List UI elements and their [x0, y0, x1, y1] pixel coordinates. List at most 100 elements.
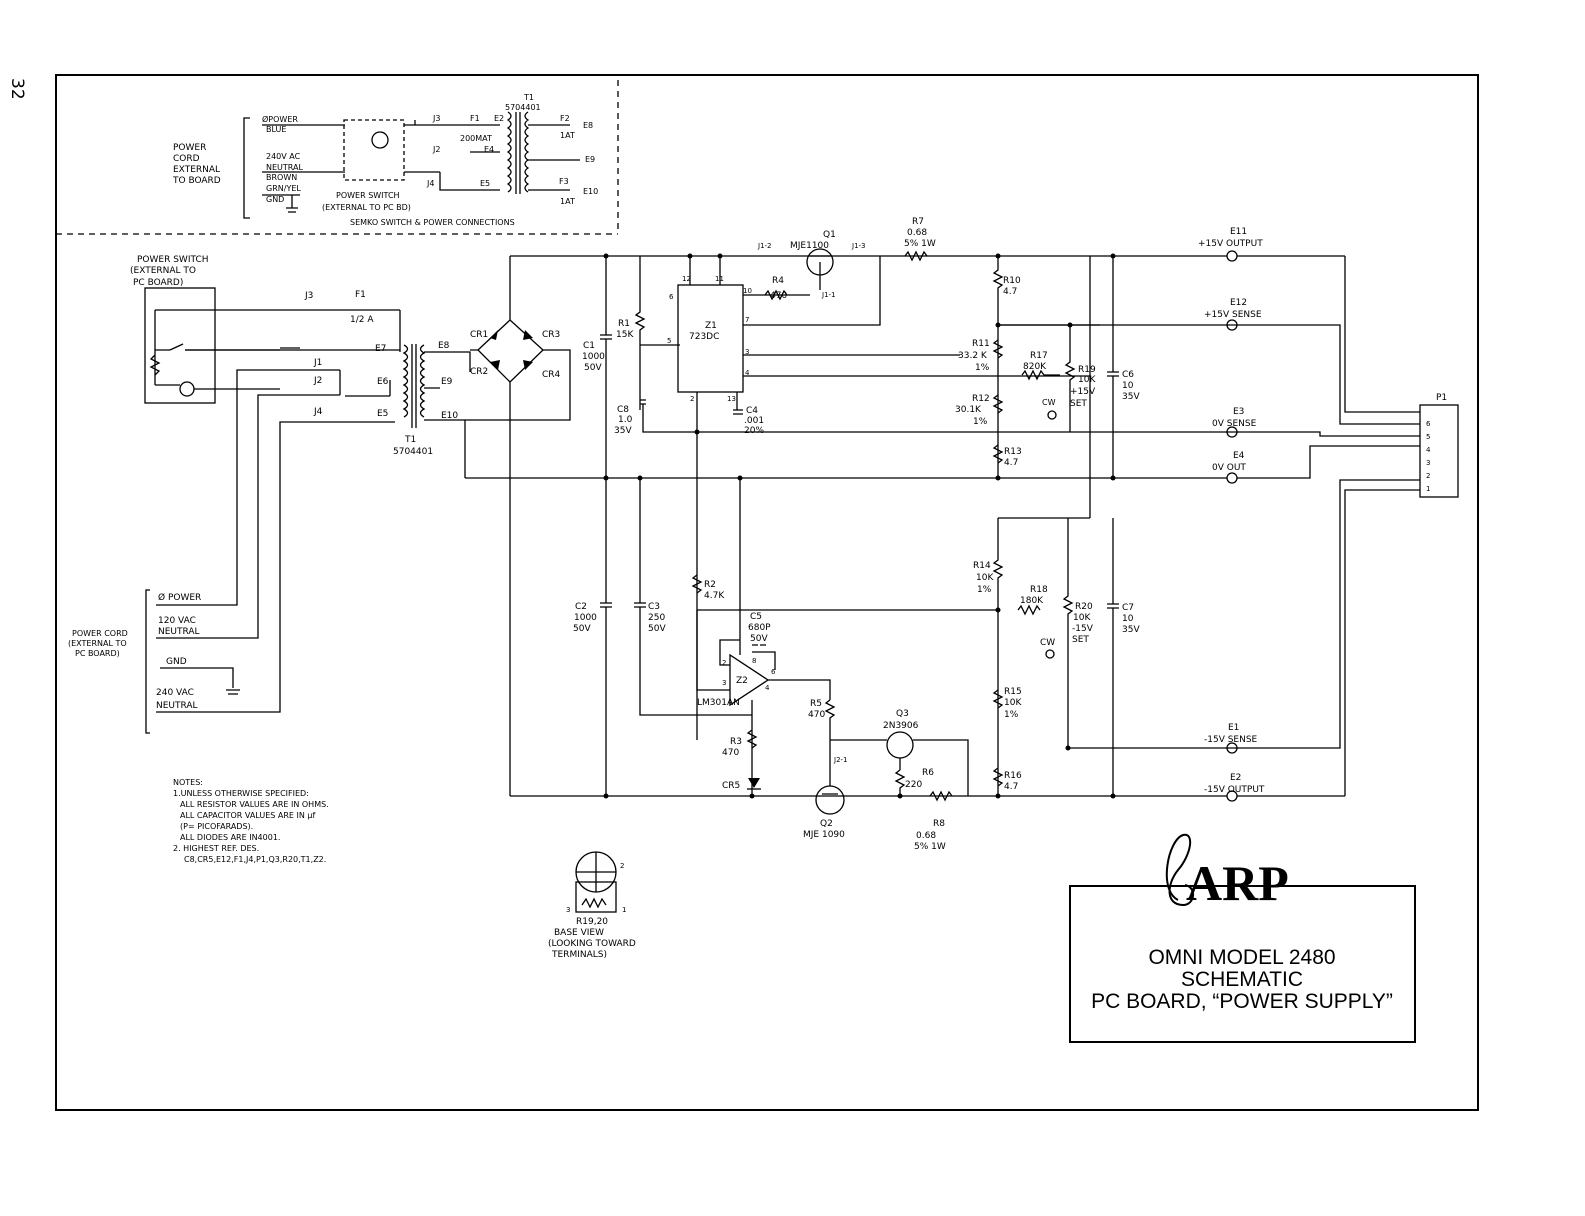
svg-text:J1-3: J1-3	[851, 242, 866, 250]
svg-text:R4: R4	[772, 276, 784, 286]
svg-text:POWER SWITCH: POWER SWITCH	[336, 191, 400, 200]
svg-text:ALL DIODES ARE IN4001.: ALL DIODES ARE IN4001.	[180, 833, 280, 842]
svg-text:1AT: 1AT	[560, 197, 575, 206]
svg-text:240V AC: 240V AC	[266, 152, 301, 161]
svg-text:NEUTRAL: NEUTRAL	[156, 701, 198, 711]
svg-text:TERMINALS): TERMINALS)	[551, 950, 607, 960]
svg-text:E10: E10	[583, 187, 598, 196]
svg-text:180K: 180K	[1020, 596, 1044, 606]
svg-text:4.7: 4.7	[1004, 458, 1018, 468]
svg-text:MJE1100: MJE1100	[790, 241, 829, 251]
svg-text:F2: F2	[560, 114, 570, 123]
svg-text:E2: E2	[1230, 773, 1241, 783]
svg-text:0V SENSE: 0V SENSE	[1212, 419, 1257, 429]
svg-text:13: 13	[727, 395, 736, 403]
capacitor-c6: C6 10 35V	[1107, 256, 1140, 478]
svg-text:250: 250	[648, 613, 665, 623]
svg-text:CW: CW	[1042, 398, 1056, 407]
svg-text:680P: 680P	[748, 623, 771, 633]
svg-text:35V: 35V	[1122, 625, 1140, 635]
svg-text:5704401: 5704401	[505, 103, 541, 112]
svg-text:5% 1W: 5% 1W	[914, 842, 946, 852]
svg-text:-15V OUTPUT: -15V OUTPUT	[1204, 785, 1265, 795]
svg-text:E2: E2	[494, 114, 504, 123]
transformer-t1: E7 E6 E5 E8 E9 E10 T1 5704401	[375, 341, 471, 478]
svg-text:5704401: 5704401	[393, 447, 433, 457]
svg-text:C6: C6	[1122, 370, 1134, 380]
svg-text:T1: T1	[523, 93, 534, 102]
svg-text:3: 3	[745, 348, 749, 356]
svg-text:ALL RESISTOR VALUES ARE IN OHM: ALL RESISTOR VALUES ARE IN OHMS.	[180, 800, 329, 809]
svg-text:E5: E5	[480, 179, 490, 188]
svg-text:Ø POWER: Ø POWER	[158, 592, 201, 603]
svg-text:3: 3	[1426, 459, 1430, 467]
connector-j2: J2	[313, 376, 322, 386]
svg-text:J3: J3	[432, 114, 440, 123]
svg-text:CR4: CR4	[542, 370, 561, 380]
svg-text:2: 2	[722, 659, 726, 667]
svg-text:470: 470	[808, 710, 825, 720]
resistor-r13: R13 4.7	[992, 444, 1022, 468]
svg-text:2N3906: 2N3906	[883, 721, 919, 731]
svg-text:10K: 10K	[1078, 375, 1096, 385]
resistor-r11: R11 33.2 K 1%	[958, 339, 1004, 373]
svg-text:3: 3	[722, 679, 726, 687]
svg-text:E3: E3	[1233, 407, 1244, 417]
svg-text:6: 6	[1426, 420, 1431, 428]
svg-text:POWER CORD: POWER CORD	[72, 629, 128, 638]
junction-dots	[603, 253, 1116, 799]
svg-text:200MAT: 200MAT	[460, 134, 492, 143]
bridge-rectifier: CR1 CR2 CR3 CR4	[465, 256, 571, 796]
svg-text:R19,20: R19,20	[576, 917, 608, 927]
svg-text:R7: R7	[912, 217, 924, 227]
title-line-2: SCHEMATIC	[1181, 968, 1303, 991]
svg-text:R8: R8	[933, 819, 945, 829]
svg-text:1%: 1%	[1004, 710, 1019, 720]
svg-text:6: 6	[669, 293, 674, 301]
svg-text:20%: 20%	[744, 426, 764, 436]
svg-text:4: 4	[745, 369, 750, 377]
svg-text:1000: 1000	[574, 613, 597, 623]
svg-text:240 VAC: 240 VAC	[156, 688, 194, 698]
potentiometer-r19: R19 10K +15V SET CW	[1042, 325, 1096, 432]
svg-text:(LOOKING TOWARD: (LOOKING TOWARD	[548, 939, 636, 949]
svg-text:R6: R6	[922, 768, 934, 778]
title-line-3: PC BOARD, “POWER SUPPLY”	[1091, 990, 1393, 1013]
svg-text:4.7K: 4.7K	[704, 591, 725, 601]
svg-text:220: 220	[905, 780, 922, 790]
svg-text:R19: R19	[1078, 365, 1096, 375]
svg-text:.001: .001	[744, 416, 764, 426]
notes-block: NOTES: 1.UNLESS OTHERWISE SPECIFIED: ALL…	[173, 778, 329, 864]
svg-text:8: 8	[752, 657, 756, 665]
svg-text:CW: CW	[1040, 638, 1055, 648]
svg-text:5: 5	[1426, 433, 1430, 441]
negative-regulator: C2 1000 50V C3 250 50V R2 4.7K C5 680P 5…	[573, 256, 1140, 852]
output-terminals: E11 +15V OUTPUT E12 +15V SENSE E3 0V SEN…	[998, 227, 1459, 802]
svg-text:J2: J2	[432, 145, 440, 154]
resistor-r4: R4 470	[764, 276, 788, 301]
svg-text:33.2 K: 33.2 K	[958, 351, 988, 361]
title-line-1: OMNI MODEL 2480	[1148, 946, 1335, 969]
svg-text:(EXTERNAL TO: (EXTERNAL TO	[130, 266, 196, 276]
capacitor-c8: C8 1.0 35V	[614, 399, 1100, 436]
svg-text:C1: C1	[583, 341, 595, 351]
svg-text:Q1: Q1	[823, 230, 836, 240]
svg-text:R3: R3	[730, 737, 742, 747]
svg-text:1%: 1%	[973, 417, 988, 427]
power-switch-section: POWER SWITCH (EXTERNAL TO PC BOARD)	[130, 255, 401, 404]
svg-text:10: 10	[1122, 381, 1134, 391]
svg-text:4.7: 4.7	[1004, 782, 1018, 792]
connector-j1: J1	[313, 358, 322, 368]
svg-text:820K: 820K	[1023, 362, 1047, 372]
potentiometer-base-view: 2 3 1 R19,20 BASE VIEW (LOOKING TOWARD T…	[548, 851, 636, 960]
svg-text:R10: R10	[1003, 276, 1021, 286]
resistor-r1: R1 15K	[616, 256, 680, 410]
svg-text:NEUTRAL: NEUTRAL	[266, 163, 303, 172]
svg-text:GRN/YEL: GRN/YEL	[266, 184, 301, 193]
svg-text:POWER SWITCH: POWER SWITCH	[137, 255, 209, 265]
svg-text:E9: E9	[585, 155, 595, 164]
svg-text:BLUE: BLUE	[266, 125, 286, 134]
svg-text:1%: 1%	[975, 363, 990, 373]
svg-text:10K: 10K	[1004, 698, 1022, 708]
svg-text:C8: C8	[617, 405, 629, 415]
